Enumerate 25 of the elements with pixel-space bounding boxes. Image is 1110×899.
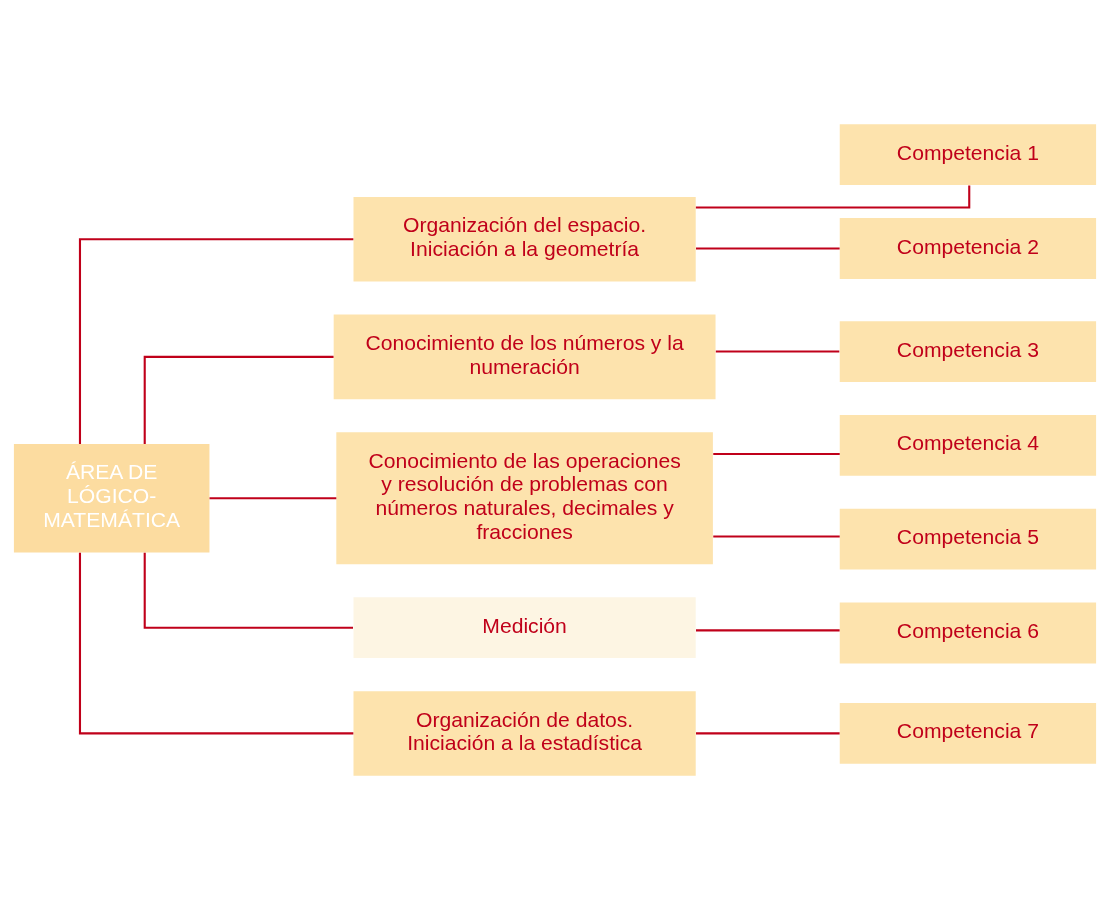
- node-box: Competencia 6: [839, 602, 1097, 663]
- node-box: Competencia 1: [839, 123, 1097, 185]
- connector: [713, 452, 840, 455]
- connector: [696, 246, 840, 250]
- node-box: Competencia 7: [839, 702, 1097, 764]
- connector: [696, 628, 840, 631]
- node-box: Competencia 3: [839, 320, 1097, 382]
- node-box: Competencia 4: [839, 414, 1097, 476]
- node-box: Conocimiento de las operaciones y resolución de problemas con números naturales, decimales y fracciones: [336, 431, 713, 564]
- node-box: ÁREA DE LÓGICO-MATEMÁTICA: [13, 443, 210, 552]
- connector: [695, 184, 971, 209]
- connector: [78, 552, 354, 734]
- connector: [209, 496, 337, 499]
- node-box: Medición: [353, 596, 696, 658]
- connector: [696, 731, 840, 734]
- node-box: Competencia 2: [839, 217, 1097, 279]
- connector: [713, 535, 840, 538]
- connector: [78, 237, 354, 444]
- node-box: Organización de datos. Iniciación a la estadística: [353, 690, 696, 776]
- connector: [715, 350, 840, 353]
- node-box: Competencia 5: [839, 508, 1097, 570]
- connector: [143, 355, 334, 444]
- connector: [143, 552, 353, 629]
- node-box: Conocimiento de los números y la numeración: [333, 314, 716, 399]
- node-box: Organización del espacio. Iniciación a la geometría: [353, 196, 696, 282]
